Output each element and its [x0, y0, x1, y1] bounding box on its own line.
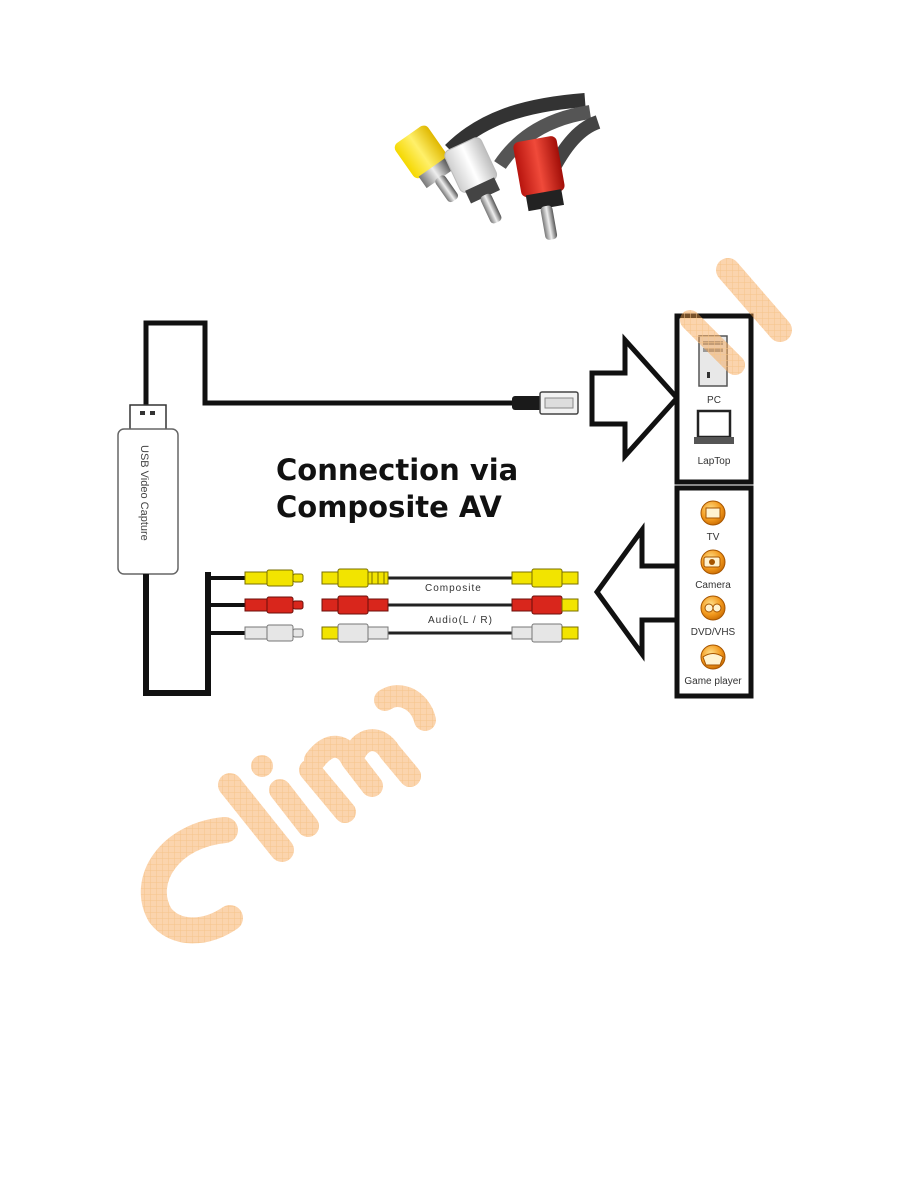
composite-video-cable [321, 568, 579, 588]
arrow-to-computer [589, 333, 681, 463]
laptop-label: LapTop [698, 456, 731, 467]
game-player-label: Game player [684, 676, 742, 687]
dongle-rca-stubs [208, 569, 304, 642]
camera-label: Camera [695, 580, 731, 591]
dvd-vhs-icon [700, 595, 726, 621]
watermark [140, 258, 792, 944]
arrow-from-sources [593, 522, 682, 662]
laptop-icon [694, 409, 734, 444]
audio-right-cable [321, 595, 579, 615]
tv-icon [700, 500, 726, 526]
audio-left-cable [321, 623, 579, 643]
audio-label: Audio(L / R) [428, 615, 493, 626]
usb-capture-dongle: USB Video Capture [117, 404, 179, 575]
rca-cable-photo [394, 93, 601, 240]
headline-line-2: Composite AV [276, 490, 502, 524]
dvd-vhs-label: DVD/VHS [691, 627, 736, 638]
pc-label: PC [707, 395, 721, 406]
headline-line-1: Connection via [276, 453, 518, 487]
camera-icon [700, 549, 726, 575]
av-input-cable [143, 572, 211, 696]
tv-label: TV [707, 532, 720, 543]
game-player-icon [700, 644, 726, 670]
composite-label: Composite [425, 583, 482, 594]
dongle-label: USB Video Capture [138, 445, 150, 541]
usb-cable [143, 320, 579, 415]
